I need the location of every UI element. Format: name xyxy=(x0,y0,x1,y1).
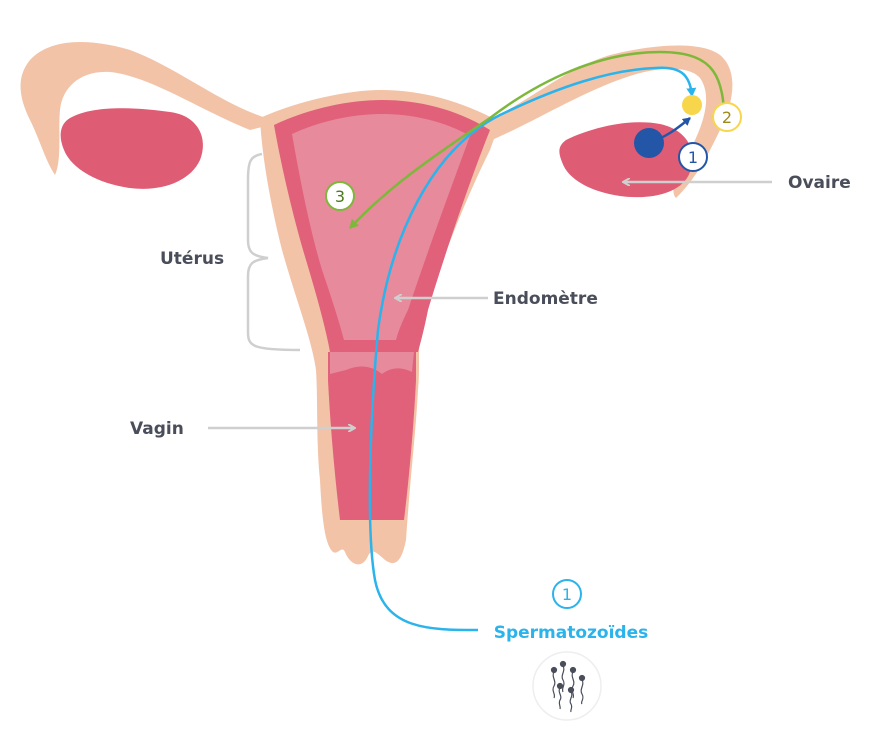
marker-nidation-text: 3 xyxy=(335,187,345,206)
sperm-icon xyxy=(532,651,602,721)
marker-ovulation-text: 1 xyxy=(688,148,698,167)
oocyte-dot xyxy=(634,128,664,158)
vagina-label: Vagin xyxy=(130,419,184,439)
uterus-label: Utérus xyxy=(160,249,224,269)
sperm-path xyxy=(368,66,697,632)
marker-sperm-text: 1 xyxy=(562,585,572,604)
marker-sperm: 1 xyxy=(552,579,582,609)
marker-nidation: 3 xyxy=(325,181,355,211)
left-fallopian-tube xyxy=(20,41,282,175)
uterus-brace xyxy=(246,152,301,352)
egg-path xyxy=(349,50,727,229)
endometrium-label: Endomètre xyxy=(493,289,598,309)
marker-ovulation: 1 xyxy=(678,142,708,172)
cervix xyxy=(330,352,414,374)
egg-dot xyxy=(682,95,702,115)
endometrium-layer xyxy=(292,114,470,340)
ovary-label: Ovaire xyxy=(788,173,851,193)
marker-fertilization: 2 xyxy=(712,102,742,132)
right-ovary xyxy=(559,122,693,198)
marker-fertilization-text: 2 xyxy=(722,108,732,127)
sperm-label: Spermatozoïdes xyxy=(494,623,649,643)
left-ovary xyxy=(60,108,203,189)
